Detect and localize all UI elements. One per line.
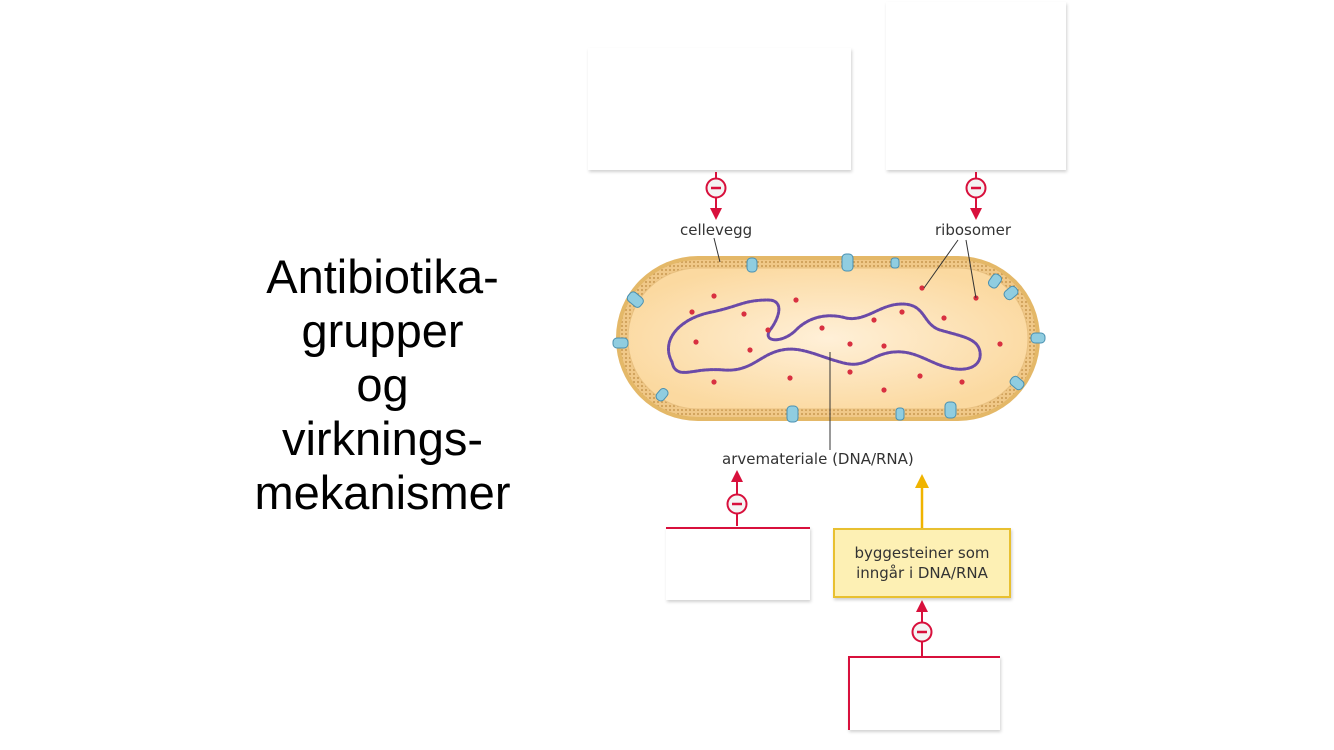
ribosome (741, 311, 747, 317)
title-line-3: og (356, 358, 409, 411)
ribosome (871, 317, 877, 323)
label-ribosomes: ribosomer (935, 221, 1012, 239)
blank-box-cell-wall (588, 48, 851, 170)
cell-body (616, 256, 1040, 421)
building-blocks-line-1: byggesteiner som (854, 544, 990, 562)
leader-lines (713, 237, 977, 450)
ribosome (847, 369, 853, 375)
inhibition-arrow-ribosomes (965, 172, 987, 220)
ribosome (881, 343, 887, 349)
ribosome (693, 339, 699, 345)
membrane-channel (786, 405, 799, 423)
ribosome-leader-1 (923, 239, 959, 289)
label-genetic-material: arvemateriale (DNA/RNA) (722, 450, 914, 468)
ribosome-leader-2 (965, 239, 977, 299)
membrane-channel (1003, 285, 1019, 301)
ribosome (881, 387, 887, 393)
title-line-4: virknings- (281, 412, 484, 465)
inhibition-arrow-building-blocks (911, 600, 933, 656)
building-blocks-box: byggesteiner som inngår i DNA/RNA (833, 528, 1011, 598)
ribosome (917, 373, 923, 379)
ribosome (787, 375, 793, 381)
slide-title: Antibiotika- grupper og virknings- mekan… (210, 250, 555, 520)
label-cell-wall: cellevegg (680, 221, 753, 239)
membrane-channel (626, 291, 644, 308)
membrane-channel (655, 387, 669, 402)
membrane-channel (944, 401, 957, 419)
title-line-5: mekanismer (254, 466, 511, 519)
building-blocks-line-2: inngår i DNA/RNA (856, 564, 988, 582)
ribosome (793, 297, 799, 303)
synthesis-arrow (915, 474, 929, 528)
ribosome (711, 379, 717, 385)
blank-box-dna (666, 527, 810, 600)
ribosome (941, 315, 947, 321)
membrane-channel (1009, 375, 1025, 391)
membrane-channel (987, 273, 1003, 289)
cytoplasm (627, 267, 1029, 410)
membrane-channel (841, 253, 854, 272)
membrane-channels (612, 253, 1046, 423)
title-line-2: grupper (301, 304, 464, 357)
inhibition-arrow-dna (726, 470, 748, 526)
blank-box-ribosomes (886, 2, 1066, 170)
ribosome (819, 325, 825, 331)
ribosome (747, 347, 753, 353)
ribosomes (689, 285, 1003, 393)
cell-wall-leader (713, 237, 721, 263)
dna-strand (666, 298, 982, 374)
title-line-1: Antibiotika- (266, 250, 499, 303)
membrane-channel (1030, 332, 1046, 344)
inhibition-arrow-cell-wall (705, 172, 727, 220)
membrane-channel (895, 407, 905, 421)
ribosome (997, 341, 1003, 347)
ribosome (765, 327, 771, 333)
membrane-channel (746, 257, 758, 273)
membrane-channel (890, 257, 900, 269)
blank-box-building-blocks (848, 656, 1000, 730)
ribosome (919, 285, 925, 291)
ribosome (711, 293, 717, 299)
ribosome (689, 309, 695, 315)
membrane-channel (612, 337, 629, 349)
ribosome (959, 379, 965, 385)
ribosome (899, 309, 905, 315)
ribosome (847, 341, 853, 347)
